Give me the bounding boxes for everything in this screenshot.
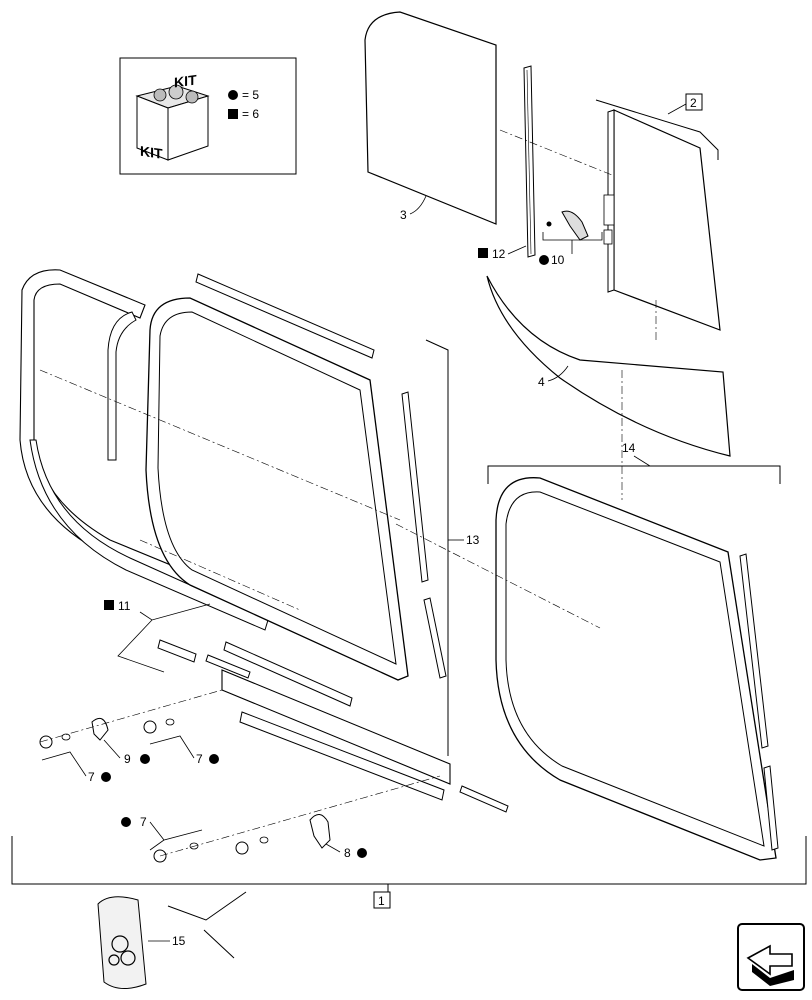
kit-legend: KIT KIT = 5 = 6 — [119, 57, 297, 175]
callout-7b: 7 — [196, 752, 203, 766]
callout-12: 12 — [492, 247, 506, 261]
part-13-window-assembly — [19, 269, 449, 756]
circle-7c-icon — [121, 817, 131, 827]
kit-box-icon: KIT KIT — [135, 71, 210, 162]
part-15-bag — [97, 891, 247, 989]
part-3-glass — [364, 11, 497, 225]
callout-15: 15 — [172, 934, 186, 948]
callouts: 1 2 3 4 12 10 13 14 11 9 7 — [41, 93, 703, 948]
callout-14: 14 — [622, 441, 636, 455]
square-12-icon — [478, 248, 488, 258]
circle-legend-text: = 5 — [242, 88, 259, 102]
kit-label-left: KIT — [140, 143, 163, 162]
circle-7a-icon — [101, 772, 111, 782]
circle-7b-icon — [209, 754, 219, 764]
callout-4: 4 — [538, 375, 545, 389]
callout-8: 8 — [344, 846, 351, 860]
next-page-arrow-icon[interactable] — [737, 923, 805, 991]
lower-rail-parts — [157, 639, 509, 813]
circle-8-icon — [357, 848, 367, 858]
kit-label-right: KIT — [174, 71, 197, 90]
square-legend-text: = 6 — [242, 107, 259, 121]
callout-13: 13 — [466, 533, 480, 547]
callout-7c: 7 — [140, 815, 147, 829]
callout-1: 1 — [378, 894, 385, 908]
part-1-bracket — [11, 836, 807, 885]
callout-10: 10 — [551, 253, 565, 267]
callout-box-1 — [373, 891, 391, 909]
square-symbol-icon — [228, 109, 238, 119]
callout-3: 3 — [400, 208, 407, 222]
callout-7a: 7 — [88, 770, 95, 784]
part-10-handle — [542, 210, 603, 241]
circle-9-icon — [140, 754, 150, 764]
part-4-glass — [486, 275, 731, 457]
circle-10-icon — [539, 255, 549, 265]
part-2-door — [595, 99, 721, 331]
callout-box-2 — [685, 93, 703, 111]
part-14-window-frame — [395, 465, 781, 861]
circle-symbol-icon — [228, 90, 238, 100]
callout-11: 11 — [118, 599, 131, 613]
callout-9: 9 — [124, 752, 131, 766]
fasteners — [39, 689, 441, 863]
part-12-strip — [523, 65, 536, 258]
square-11-icon — [104, 600, 114, 610]
callout-2: 2 — [690, 96, 697, 110]
